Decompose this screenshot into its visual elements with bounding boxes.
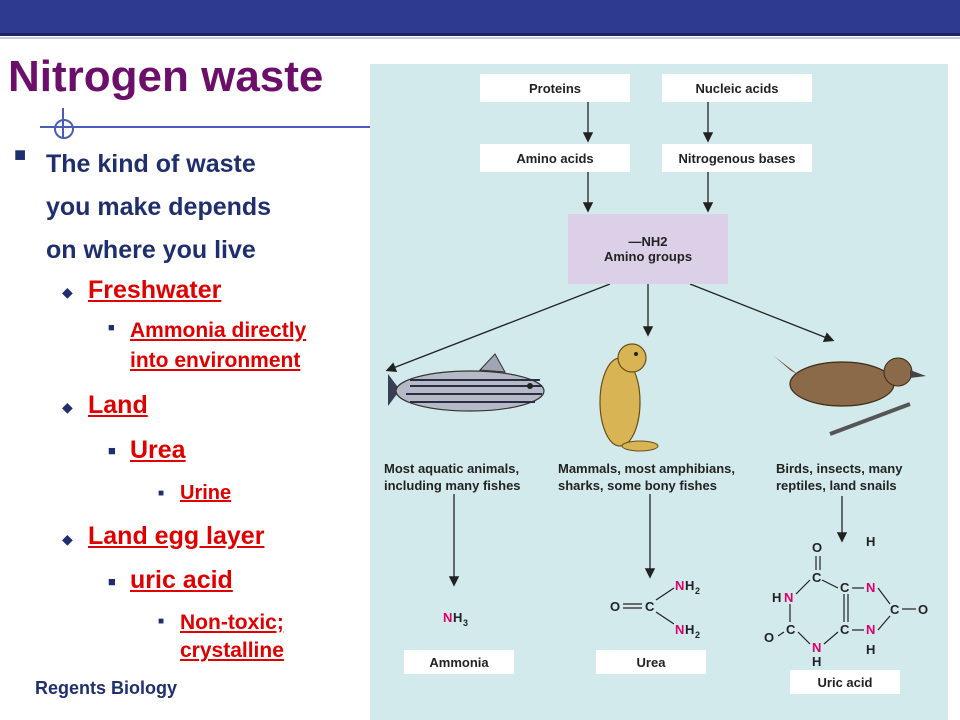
caption-line: Most aquatic animals,: [384, 461, 520, 476]
top-bar: [0, 0, 960, 36]
nucleic-acids-box: Nucleic acids: [662, 74, 812, 102]
uric-sub-line: Non-toxic;: [180, 611, 284, 634]
svg-text:N: N: [784, 590, 793, 605]
nitrogenous-bases-box: Nitrogenous bases: [662, 144, 812, 172]
svg-text:H: H: [866, 534, 875, 549]
urea-box: Urea: [596, 650, 706, 674]
square-bullet-icon: ■: [158, 488, 165, 499]
svg-text:C: C: [840, 580, 850, 595]
square-bullet-icon: ■: [108, 443, 116, 458]
svg-text:H: H: [685, 622, 694, 637]
freshwater-bullet[interactable]: Freshwater: [88, 276, 222, 304]
freshwater-sub-line: into environment: [130, 349, 301, 372]
diamond-bullet-icon: ◆: [62, 531, 73, 547]
crosshair-line: [40, 126, 370, 128]
freshwater-sub-line: Ammonia directly: [130, 319, 307, 342]
svg-text:N: N: [866, 622, 875, 637]
crosshair-circle: [54, 119, 74, 139]
svg-text:N: N: [443, 610, 452, 625]
svg-text:O: O: [918, 602, 928, 617]
caption-line: reptiles, land snails: [776, 478, 897, 493]
caption-line: sharks, some bony fishes: [558, 478, 717, 493]
slide-title: Nitrogen waste: [8, 52, 324, 101]
main-bullet-line: you make depends: [46, 193, 272, 221]
svg-text:2: 2: [695, 586, 700, 596]
svg-text:O: O: [610, 599, 620, 614]
svg-text:C: C: [645, 599, 655, 614]
square-bullet-icon: ■: [108, 574, 116, 589]
fish-illustration: [388, 353, 545, 412]
svg-text:N: N: [675, 622, 684, 637]
svg-text:3: 3: [463, 618, 468, 628]
svg-text:C: C: [812, 570, 822, 585]
nh2-label: —NH2: [628, 234, 668, 249]
svg-text:C: C: [890, 602, 900, 617]
land-egg-bullet[interactable]: Land egg layer: [88, 522, 265, 550]
uric-acid-box: Uric acid: [790, 670, 900, 694]
square-bullet-icon: ■: [108, 322, 115, 334]
svg-text:O: O: [812, 540, 822, 555]
urine-bullet[interactable]: Urine: [180, 482, 232, 504]
uric-acid-sub-bullet[interactable]: Non-toxic; crystalline: [180, 609, 284, 665]
urea-bullet[interactable]: Urea: [130, 436, 186, 464]
birds-caption: Birds, insects, many reptiles, land snai…: [776, 460, 902, 494]
caption-line: including many fishes: [384, 478, 521, 493]
svg-text:N: N: [675, 578, 684, 593]
amino-groups-box: —NH2 Amino groups: [568, 214, 728, 284]
ammonia-box: Ammonia: [404, 650, 514, 674]
diamond-bullet-icon: ◆: [62, 284, 73, 300]
svg-text:N: N: [866, 580, 875, 595]
svg-text:2: 2: [695, 630, 700, 640]
square-bullet-icon: ■: [158, 616, 165, 627]
uric-sub-line: crystalline: [180, 639, 284, 662]
footer-label: Regents Biology: [35, 678, 178, 698]
bird-illustration: [774, 356, 926, 436]
main-bullet-line: on where you live: [46, 236, 256, 264]
aquatic-caption: Most aquatic animals, including many fis…: [384, 460, 521, 494]
svg-text:H: H: [812, 654, 821, 669]
land-bullet[interactable]: Land: [88, 391, 148, 419]
svg-text:O: O: [764, 630, 774, 645]
svg-text:H: H: [772, 590, 781, 605]
proteins-box: Proteins: [480, 74, 630, 102]
svg-text:H: H: [866, 642, 875, 657]
prairie-dog-illustration: [599, 343, 659, 452]
diamond-bullet-icon: ◆: [62, 399, 73, 415]
mammals-caption: Mammals, most amphibians, sharks, some b…: [558, 460, 735, 494]
caption-line: Mammals, most amphibians,: [558, 461, 735, 476]
square-bullet-icon: ■: [14, 144, 27, 166]
top-line: [0, 37, 960, 39]
freshwater-sub-bullet[interactable]: Ammonia directly into environment: [130, 316, 306, 376]
amino-acids-box: Amino acids: [480, 144, 630, 172]
svg-text:N: N: [812, 640, 821, 655]
svg-text:H: H: [453, 610, 462, 625]
uric-acid-bullet[interactable]: uric acid: [130, 566, 233, 594]
caption-line: Birds, insects, many: [776, 461, 903, 476]
main-bullet: The kind of waste you make depends on wh…: [46, 143, 271, 272]
amino-groups-label: Amino groups: [603, 249, 693, 264]
svg-text:C: C: [786, 622, 796, 637]
svg-text:H: H: [685, 578, 694, 593]
svg-text:C: C: [840, 622, 850, 637]
main-bullet-line: The kind of waste: [46, 150, 256, 178]
